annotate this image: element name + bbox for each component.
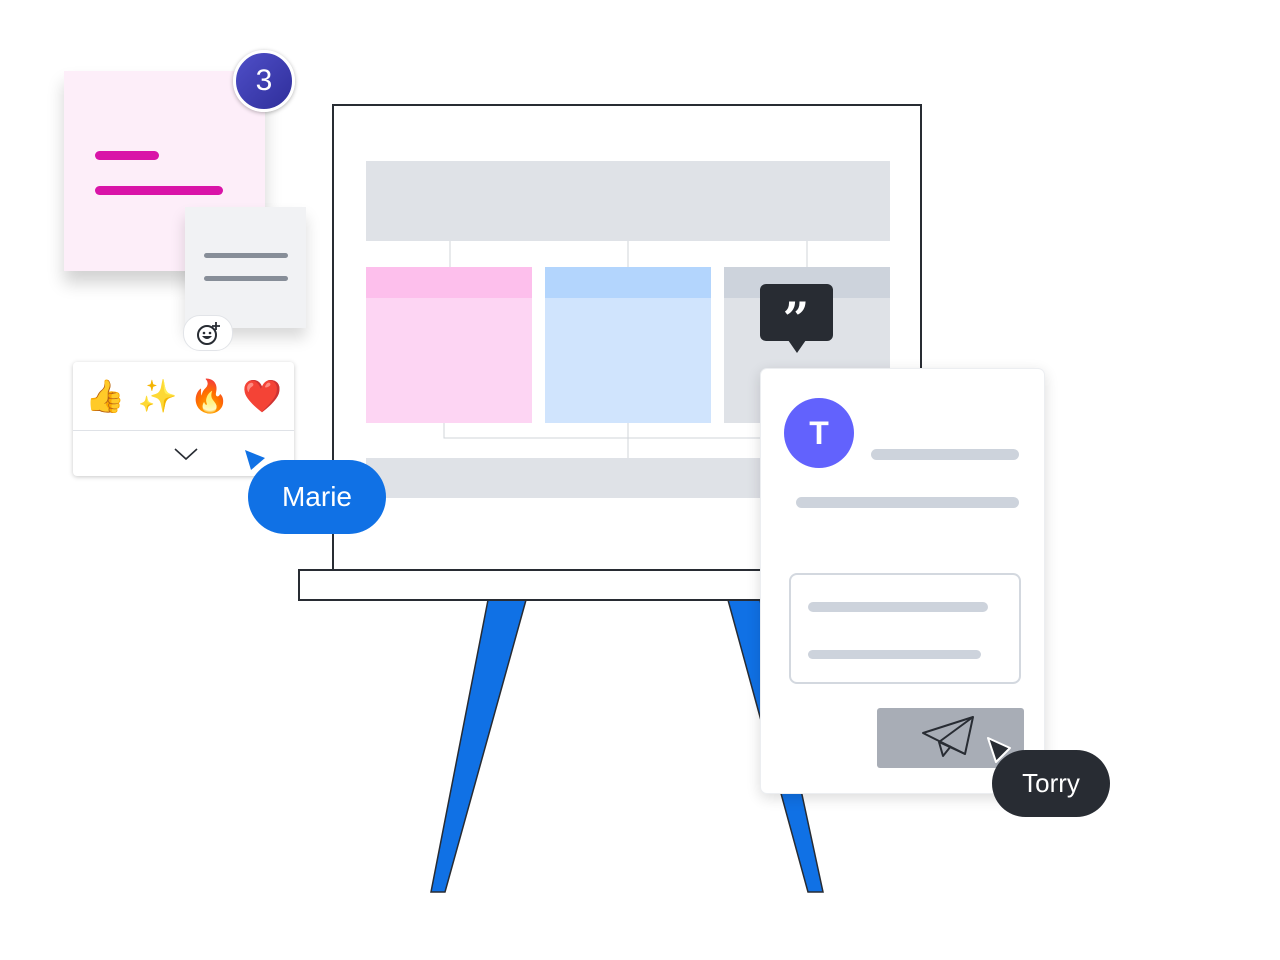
emoji-add-icon <box>197 322 220 345</box>
heart-reaction[interactable]: ❤️ <box>241 378 282 414</box>
fire-reaction[interactable]: 🔥 <box>189 378 230 414</box>
board-ledge <box>298 569 770 601</box>
notification-badge: 3 <box>233 50 295 112</box>
cursor-pointer-icon <box>987 737 1011 763</box>
board-header-block <box>366 161 890 241</box>
comment-text-placeholder <box>796 497 1019 508</box>
author-placeholder <box>871 449 1019 460</box>
quote-bubble-icon: ” <box>760 284 833 353</box>
cursor-label-torry: Torry <box>992 750 1110 817</box>
chevron-down-icon[interactable] <box>173 446 199 462</box>
cursor-label-marie: Marie <box>248 460 386 534</box>
sparkles-reaction[interactable]: ✨ <box>137 378 178 414</box>
gray-sticky-note[interactable] <box>185 207 306 328</box>
easel-left-leg <box>430 599 527 893</box>
svg-text:”: ” <box>783 292 809 346</box>
add-reaction-button[interactable] <box>183 315 233 351</box>
reply-input[interactable] <box>789 573 1021 684</box>
cursor-pointer-icon <box>245 450 265 470</box>
avatar: T <box>784 398 854 468</box>
paper-plane-icon <box>922 716 974 757</box>
comment-card: T <box>760 368 1045 794</box>
thumbs-up-reaction[interactable]: 👍 <box>85 378 126 414</box>
